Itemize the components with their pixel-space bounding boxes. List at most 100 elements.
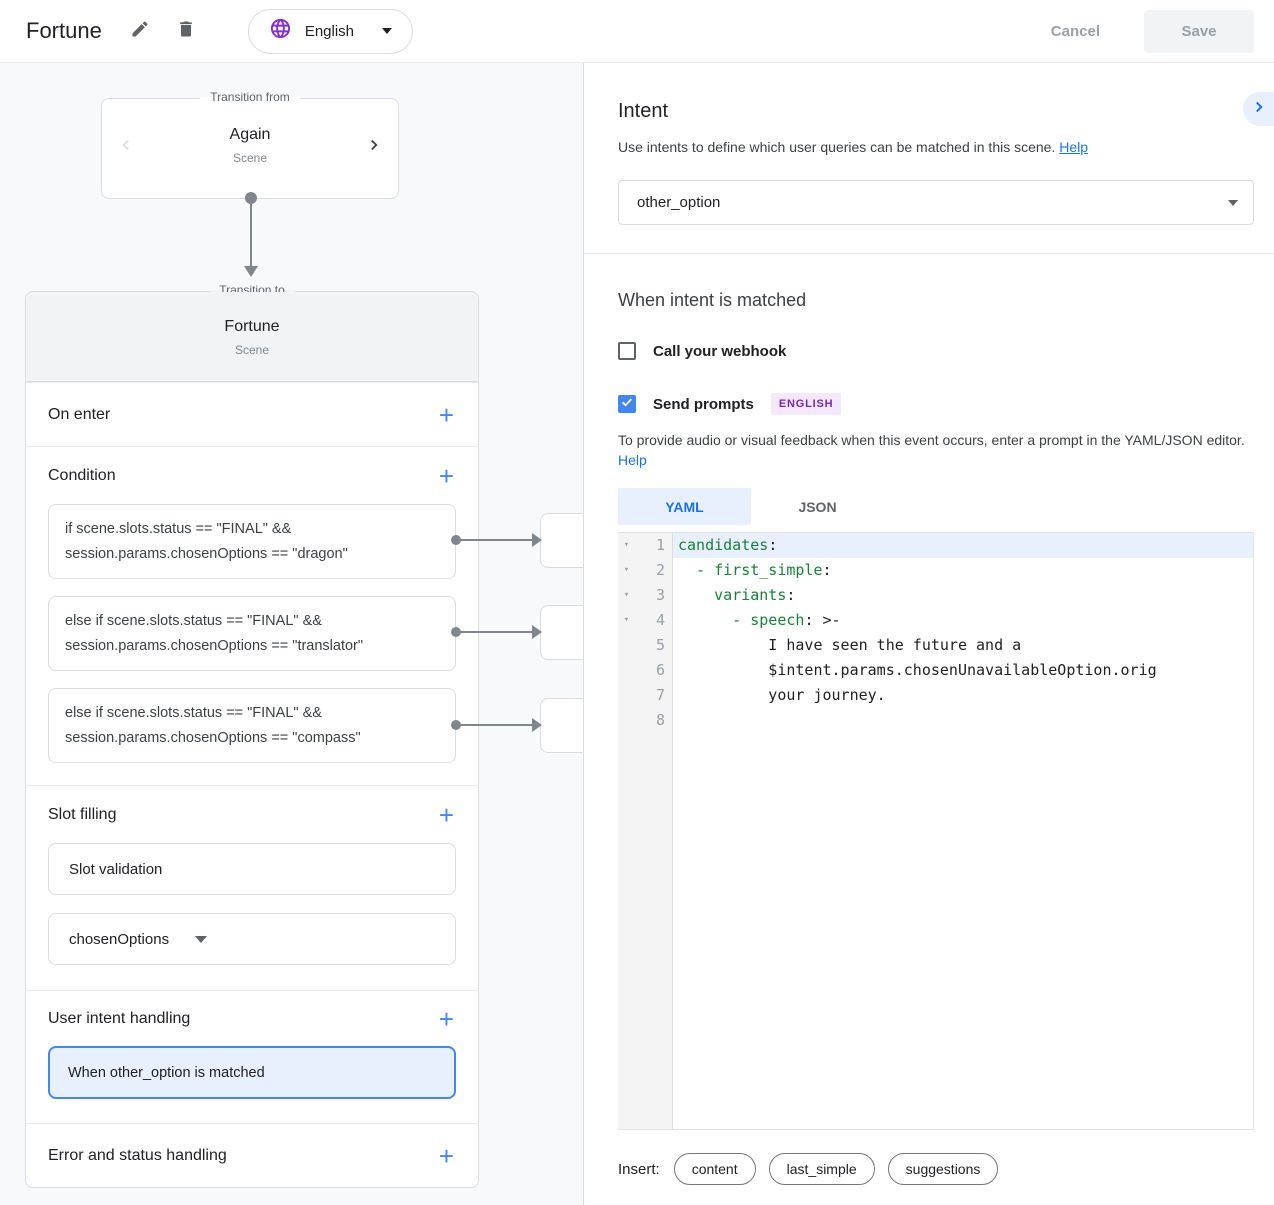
edit-title-button[interactable] <box>128 19 152 43</box>
target-scene-card[interactable] <box>540 698 583 753</box>
code-token: I have seen the future and a <box>678 636 1022 654</box>
line-number: 3 <box>655 586 665 604</box>
code-text: your journey. <box>673 683 1253 708</box>
previous-scene-button[interactable] <box>114 135 138 159</box>
fold-arrow-icon <box>618 658 635 683</box>
condition-card[interactable]: if scene.slots.status == "FINAL" && sess… <box>48 504 456 579</box>
intent-select[interactable]: other_option <box>618 180 1254 225</box>
add-condition-button[interactable]: + <box>438 460 454 491</box>
chevron-left-icon <box>117 136 135 159</box>
insert-label: Insert: <box>618 1160 660 1178</box>
cancel-button[interactable]: Cancel <box>1045 22 1106 41</box>
condition-card[interactable]: else if scene.slots.status == "FINAL" &&… <box>48 688 456 763</box>
intent-handler-card-selected[interactable]: When other_option is matched <box>48 1046 456 1099</box>
target-scene-card[interactable] <box>540 513 583 568</box>
code-text: $intent.params.chosenUnavailableOption.o… <box>673 658 1253 683</box>
webhook-label: Call your webhook <box>653 342 787 360</box>
slot-validation-label: Slot validation <box>69 860 163 878</box>
insert-content-button[interactable]: content <box>673 1153 756 1185</box>
code-line[interactable]: ▾2 - first_simple: <box>618 558 1253 583</box>
trash-icon <box>176 19 196 44</box>
insert-suggestions-button[interactable]: suggestions <box>887 1153 999 1185</box>
line-number: 4 <box>655 611 665 629</box>
code-line[interactable]: ▾4 - speech: >- <box>618 608 1253 633</box>
condition-line: session.params.chosenOptions == "dragon" <box>65 546 348 562</box>
add-user-intent-button[interactable]: + <box>438 1003 454 1034</box>
code-line[interactable]: ▾3 variants: <box>618 583 1253 608</box>
chosen-options-card[interactable]: chosenOptions <box>48 913 456 965</box>
chevron-right-icon <box>1250 98 1268 121</box>
editor-gutter: ▾1 <box>618 533 673 558</box>
prompt-help-link[interactable]: Help <box>618 452 647 468</box>
arrow-down-icon <box>244 266 258 277</box>
editor-gutter: ▾3 <box>618 583 673 608</box>
add-on-enter-button[interactable]: + <box>438 399 454 430</box>
next-scene-button[interactable] <box>362 135 386 159</box>
intent-panel: Intent Use intents to define which user … <box>583 63 1274 1205</box>
editor-gutter: 8 <box>618 708 673 733</box>
editor-empty-area[interactable] <box>673 733 1253 1129</box>
tab-json[interactable]: JSON <box>798 498 837 515</box>
webhook-checkbox[interactable] <box>618 342 636 360</box>
editor-gutter: 5 <box>618 633 673 658</box>
selected-intent-value: other_option <box>637 194 721 211</box>
chevron-right-icon <box>365 136 383 159</box>
intent-help-link[interactable]: Help <box>1059 139 1089 155</box>
insert-toolbar: Insert: content last_simple suggestions <box>618 1153 1254 1185</box>
fold-arrow-icon <box>618 683 635 708</box>
send-prompts-label: Send prompts <box>653 395 754 413</box>
fold-arrow-icon <box>618 708 635 733</box>
chosen-options-label: chosenOptions <box>69 930 170 948</box>
slot-validation-card[interactable]: Slot validation <box>48 843 456 895</box>
condition-line: session.params.chosenOptions == "compass… <box>65 730 361 746</box>
code-line[interactable]: 6 $intent.params.chosenUnavailableOption… <box>618 658 1253 683</box>
intent-handler-label: When other_option is matched <box>68 1064 265 1081</box>
chevron-down-icon <box>1228 199 1238 206</box>
fold-arrow-icon[interactable]: ▾ <box>623 590 630 600</box>
send-prompts-checkbox[interactable] <box>618 395 636 413</box>
condition-card[interactable]: else if scene.slots.status == "FINAL" &&… <box>48 596 456 671</box>
language-badge: ENGLISH <box>770 393 842 415</box>
target-scene-card[interactable] <box>540 605 583 660</box>
add-error-handler-button[interactable]: + <box>438 1140 454 1171</box>
from-scene-type: Scene <box>232 151 268 165</box>
scene-type: Scene <box>234 343 270 357</box>
language-selector[interactable]: English <box>247 8 414 54</box>
code-line[interactable]: 8 <box>618 708 1253 733</box>
fold-arrow-icon[interactable]: ▾ <box>623 540 630 550</box>
panel-divider <box>584 253 1274 254</box>
condition-transition-arrow <box>451 605 583 660</box>
code-line[interactable]: 5 I have seen the future and a <box>618 633 1253 658</box>
arrow-right-icon <box>532 625 542 639</box>
condition-label: Condition <box>48 466 116 484</box>
line-number: 5 <box>655 636 665 654</box>
scene-card: Transition to Fortune Scene On enter + C… <box>25 283 479 1188</box>
condition-line: session.params.chosenOptions == "transla… <box>65 638 364 654</box>
editor-gutter: 7 <box>618 683 673 708</box>
from-scene-name: Again <box>229 126 271 143</box>
condition-transition-arrow <box>451 513 583 568</box>
globe-icon <box>269 17 292 45</box>
fold-arrow-icon[interactable]: ▾ <box>623 565 630 575</box>
scene-card-header: Fortune Scene <box>26 292 478 382</box>
prompt-description: To provide audio or visual feedback when… <box>618 432 1245 448</box>
insert-last-simple-button[interactable]: last_simple <box>768 1153 875 1185</box>
save-button[interactable]: Save <box>1144 9 1254 53</box>
add-slot-button[interactable]: + <box>438 799 454 830</box>
tab-yaml[interactable]: YAML <box>618 488 751 525</box>
code-token: : <box>786 586 796 604</box>
collapse-panel-button[interactable] <box>1243 92 1274 126</box>
page-title: Fortune <box>26 18 102 43</box>
check-icon <box>620 395 634 414</box>
transition-from-card[interactable]: Transition from Again Scene <box>101 90 399 199</box>
code-line[interactable]: 7 your journey. <box>618 683 1253 708</box>
slot-filling-section: Slot filling + Slot validation chosenOpt… <box>26 785 478 990</box>
editor-gutter: ▾4 <box>618 608 673 633</box>
arrow-line <box>455 539 533 541</box>
editor-filler <box>618 733 1253 1129</box>
user-intent-label: User intent handling <box>48 1009 191 1027</box>
fold-arrow-icon[interactable]: ▾ <box>623 615 630 625</box>
delete-scene-button[interactable] <box>174 19 198 43</box>
